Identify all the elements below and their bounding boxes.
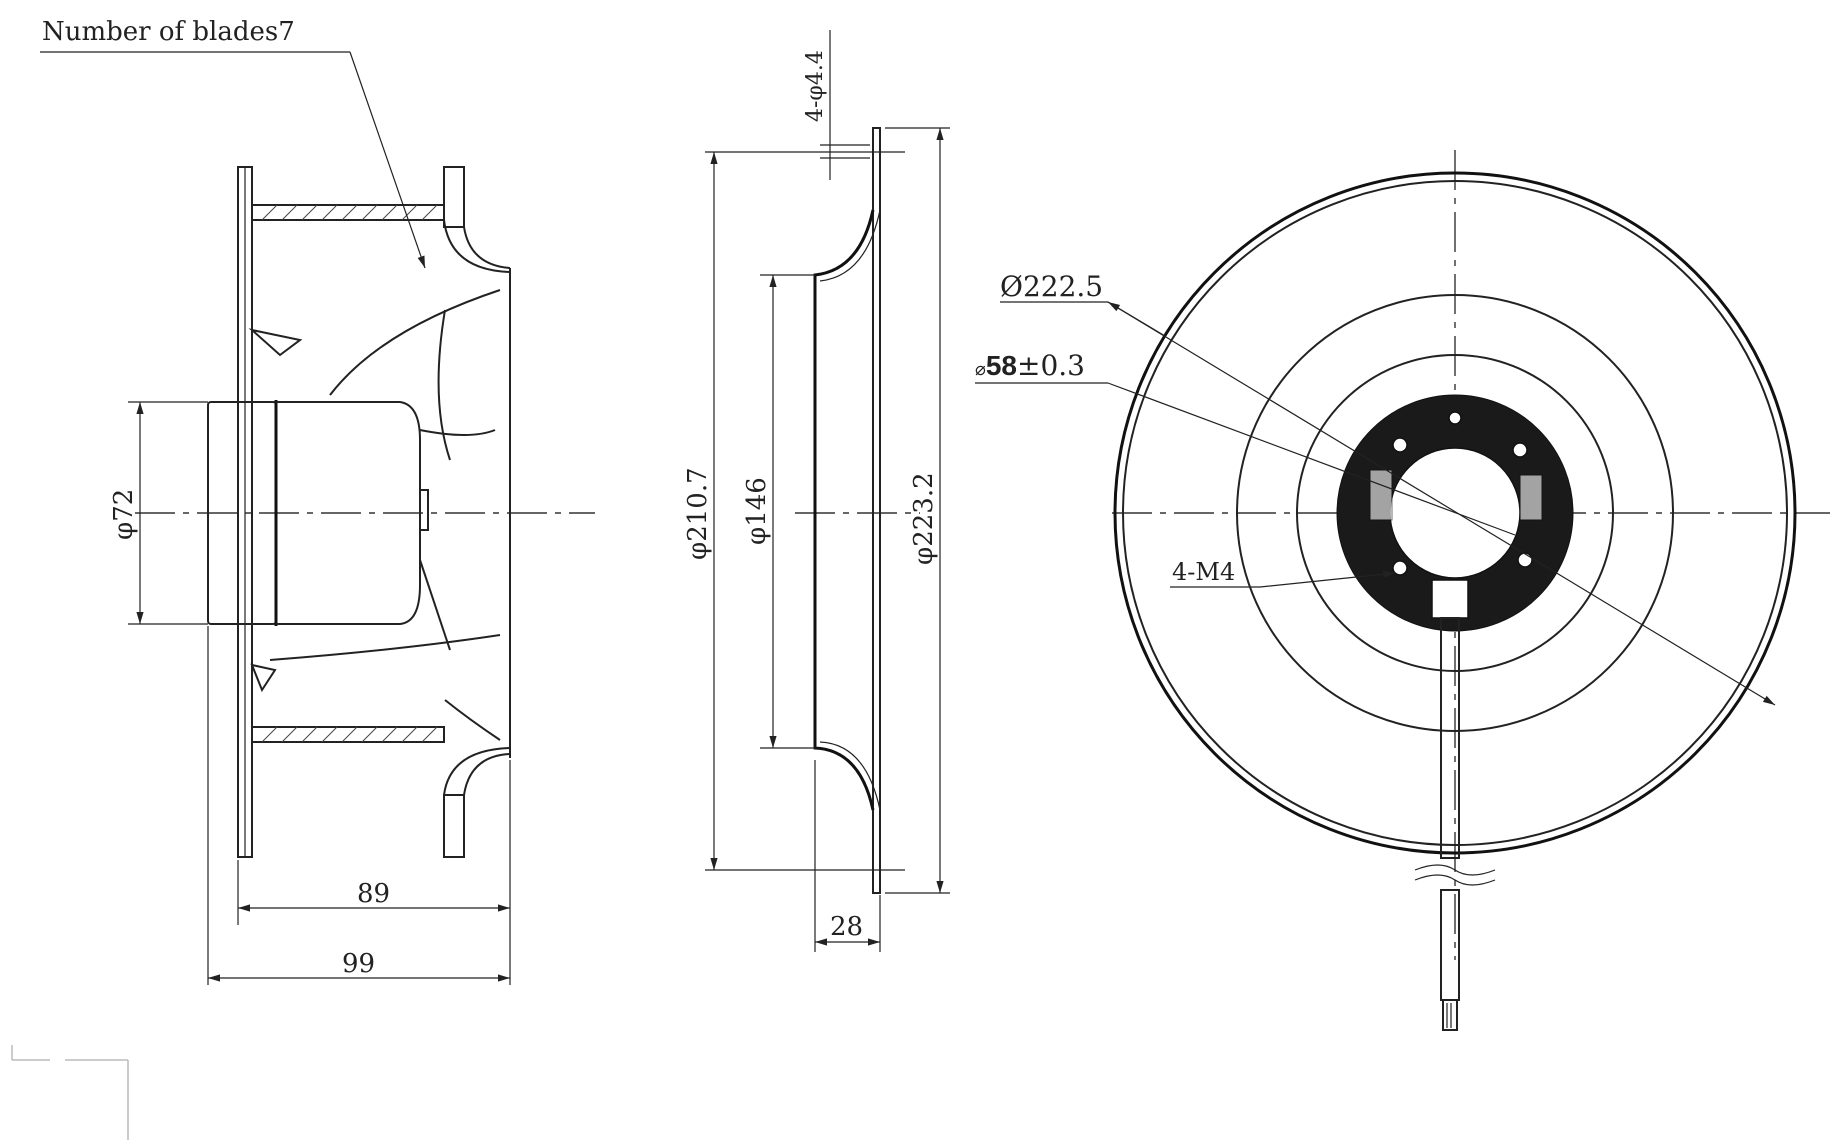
blades bbox=[248, 289, 501, 741]
shroud-bottom bbox=[251, 726, 445, 743]
dim-222-leader bbox=[1107, 301, 1776, 706]
ring-profile bbox=[813, 209, 875, 811]
dim-99-label: 99 bbox=[342, 949, 375, 979]
blades-label: Number of blades7 bbox=[42, 17, 295, 47]
blade bbox=[437, 309, 451, 461]
motor-circle bbox=[1296, 354, 1614, 672]
mount-hole bbox=[1392, 437, 1408, 453]
dim-223-label: φ223.2 bbox=[909, 472, 939, 565]
m4-leader bbox=[1259, 570, 1396, 588]
cable-exit bbox=[1431, 579, 1469, 619]
inlet-curve-top bbox=[443, 219, 511, 273]
holes-label: 4-φ4.4 bbox=[803, 50, 828, 122]
blade bbox=[329, 289, 501, 396]
dim-89-label: 89 bbox=[357, 879, 390, 909]
dim-28-label: 28 bbox=[830, 912, 863, 942]
blade bbox=[444, 699, 501, 741]
dim-72-label: φ72 bbox=[109, 489, 139, 540]
inlet-curve-bottom bbox=[443, 747, 511, 796]
inlet-ring-view: φ210.7 φ146 φ223.2 4-φ4.4 28 bbox=[683, 30, 950, 952]
cable-end bbox=[1442, 999, 1458, 1031]
side-section-view: φ72 89 99 Number of blades7 bbox=[40, 17, 595, 985]
mount-hole bbox=[1512, 442, 1528, 458]
blades-leader bbox=[349, 51, 426, 269]
front-view: Ø222.5 ⌀58±0.3 4-M4 bbox=[975, 150, 1830, 1031]
dim-58-leader bbox=[1107, 382, 1516, 536]
dim-58-label: ⌀58±0.3 bbox=[975, 349, 1085, 382]
dim-146-label: φ146 bbox=[742, 477, 772, 545]
mount-hole bbox=[1392, 560, 1408, 576]
dim-210-label: φ210.7 bbox=[683, 467, 713, 560]
front-flange-bottom bbox=[443, 794, 465, 858]
ring-flange bbox=[872, 127, 881, 894]
corner-marks bbox=[11, 1045, 129, 1140]
dim-222-label: Ø222.5 bbox=[1000, 270, 1103, 303]
cable-lower bbox=[1440, 889, 1460, 1001]
dim-58-value: 58 bbox=[986, 350, 1017, 381]
dim-58-tolerance: ±0.3 bbox=[1017, 349, 1085, 382]
outer-ring bbox=[1113, 171, 1797, 855]
m4-label: 4-M4 bbox=[1172, 558, 1235, 586]
blade bbox=[269, 634, 501, 661]
inlet-circle bbox=[1236, 294, 1674, 732]
blade bbox=[419, 559, 451, 651]
front-flange-top bbox=[443, 166, 465, 228]
cable bbox=[1440, 617, 1460, 859]
mount-hole bbox=[1517, 552, 1533, 568]
dim-58-symbol: ⌀ bbox=[975, 359, 986, 380]
